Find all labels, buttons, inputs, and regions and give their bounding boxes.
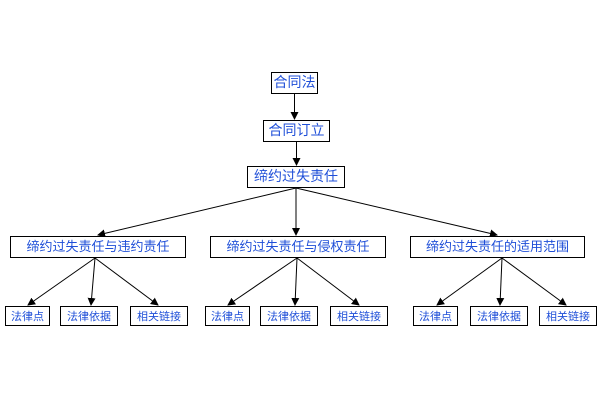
edge-liability-to-breach xyxy=(97,187,297,238)
edge-breach-to-links xyxy=(94,257,159,306)
node-breach-legal-points[interactable]: 法律点 xyxy=(5,306,50,326)
edge-scope-to-points xyxy=(436,257,503,306)
edge-tort-to-basis xyxy=(291,257,300,306)
node-breach-legal-basis[interactable]: 法律依据 xyxy=(60,306,118,326)
node-contract-formation[interactable]: 合同订立 xyxy=(263,120,330,142)
node-tort-related-links[interactable]: 相关链接 xyxy=(330,306,388,326)
edge-tort-to-links xyxy=(296,257,360,306)
edge-breach-to-points xyxy=(27,257,96,306)
edge-scope-to-links xyxy=(501,257,567,306)
node-contract-law[interactable]: 合同法 xyxy=(271,72,318,94)
node-culpa-liability[interactable]: 缔约过失责任 xyxy=(247,166,345,188)
node-liability-vs-tort[interactable]: 缔约过失责任与侵权责任 xyxy=(210,236,386,258)
node-scope-related-links[interactable]: 相关链接 xyxy=(539,306,597,326)
node-breach-related-links[interactable]: 相关链接 xyxy=(130,306,188,326)
edge-liability-to-scope xyxy=(295,187,498,238)
edge-scope-to-basis xyxy=(496,257,505,306)
node-liability-scope[interactable]: 缔约过失责任的适用范围 xyxy=(410,236,585,258)
node-tort-legal-basis[interactable]: 法律依据 xyxy=(260,306,318,326)
node-scope-legal-basis[interactable]: 法律依据 xyxy=(470,306,528,326)
node-scope-legal-points[interactable]: 法律点 xyxy=(413,306,458,326)
node-liability-vs-breach[interactable]: 缔约过失责任与违约责任 xyxy=(10,236,186,258)
edge-breach-to-basis xyxy=(87,257,96,306)
node-tort-legal-points[interactable]: 法律点 xyxy=(205,306,250,326)
edge-tort-to-points xyxy=(227,257,298,306)
